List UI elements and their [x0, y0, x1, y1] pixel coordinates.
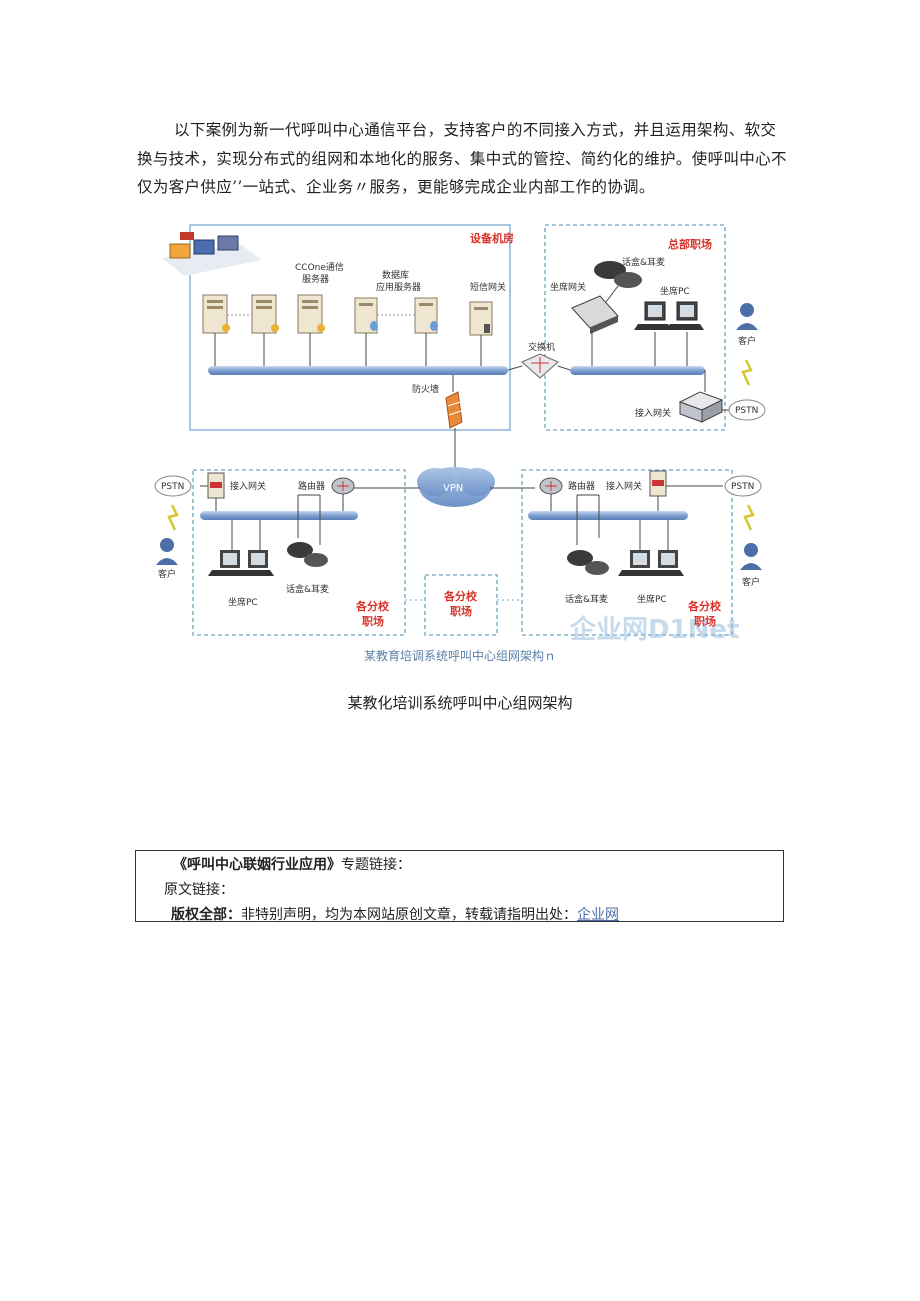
hq-access-gateway-label: 接入网关	[635, 407, 671, 419]
branch-left-bus	[200, 511, 358, 520]
equipment-backbone-bus	[208, 366, 508, 375]
hq-pc-label: 坐席PC	[660, 285, 690, 297]
ccone-server-label-line1: CCOne通信	[295, 261, 344, 273]
original-link-line: 原文链接：	[164, 879, 234, 899]
original-link-label: 原文链接：	[164, 882, 234, 898]
switch-label: 交换机	[528, 341, 555, 353]
middle-branch-label-line1: 各分校	[443, 589, 478, 603]
left-router-label: 路由器	[298, 480, 325, 492]
storage-array-icon	[162, 232, 262, 276]
copyright-line: 版权全部：非特别声明，均为本网站原创文章，转载请指明出处：企业网	[171, 904, 619, 924]
seat-pc-icon	[208, 550, 246, 576]
router-icon	[539, 477, 563, 495]
seat-pc-icon	[236, 550, 274, 576]
topic-title[interactable]: 《呼叫中心联姻行业应用》	[173, 857, 341, 873]
access-gateway-icon	[678, 391, 724, 423]
left-access-gateway-label: 接入网关	[230, 480, 266, 492]
customer-icon	[740, 543, 762, 570]
equipment-room-label: 设备机房	[470, 231, 514, 245]
seat-gateway-icon	[571, 295, 619, 334]
right-access-gateway-label: 接入网关	[606, 480, 642, 492]
watermark-logo: 企业网D1Net	[570, 614, 740, 645]
right-router-label: 路由器	[568, 480, 595, 492]
firewall-label: 防火墙	[412, 383, 439, 395]
access-gateway-icon	[649, 470, 667, 497]
source-link[interactable]: 企业网	[577, 907, 619, 923]
left-branch-label-line2: 职场	[362, 614, 384, 628]
branch-left-zone	[192, 469, 406, 636]
network-architecture-diagram: 企业网D1Net 设备机房 总部职场 CCOne通信 服务器 数据库 应用服务器…	[140, 220, 780, 645]
hq-room-label: 总部职场	[668, 237, 712, 251]
branch-right-bus	[528, 511, 688, 520]
ccone-server-label-line2: 服务器	[302, 273, 329, 285]
figure-caption: 某教化培训系统呼叫中心组网架构	[347, 694, 573, 712]
left-pstn-label: PSTN	[161, 482, 184, 492]
hq-backbone-bus	[570, 366, 705, 375]
intro-paragraph: 以下案例为新一代呼叫中心通信平台，支持客户的不同接入方式，并且运用架构、软交换与…	[137, 121, 787, 196]
router-icon	[331, 477, 355, 495]
right-branch-label-line2: 职场	[694, 614, 716, 628]
topic-suffix: 专题链接：	[341, 857, 411, 873]
access-gateway-icon	[207, 472, 225, 499]
phone-headset-icon	[567, 550, 609, 575]
topic-link-line: 《呼叫中心联姻行业应用》专题链接：	[173, 854, 411, 874]
right-pc-label: 坐席PC	[637, 593, 667, 605]
left-phone-label: 话盒&耳麦	[286, 583, 329, 595]
seat-gateway-label: 坐席网关	[550, 281, 586, 293]
right-customer-label: 客户	[742, 576, 760, 588]
vpn-cloud-icon	[417, 467, 495, 507]
database-server-icon	[354, 297, 378, 334]
left-pc-label: 坐席PC	[228, 596, 258, 608]
db-server-label-line1: 数据库	[382, 269, 409, 281]
customer-icon	[156, 538, 178, 565]
pstn-cloud-icon	[728, 399, 766, 421]
switch-icon	[521, 353, 559, 379]
server-icon	[251, 294, 279, 334]
hq-phone-label: 话盒&耳麦	[622, 256, 665, 268]
sms-gateway-label: 短信网关	[470, 281, 506, 293]
copyright-text: 非特别声明，均为本网站原创文章，转载请指明出处：	[241, 907, 577, 923]
db-server-label-line2: 应用服务器	[376, 281, 421, 293]
customer-icon	[736, 303, 758, 330]
vpn-label: VPN	[443, 483, 463, 494]
server-icon	[202, 294, 230, 334]
branch-middle-zone	[424, 574, 498, 636]
seat-pc-icon	[618, 550, 656, 576]
image-caption: 某教育培调系统呼叫中心组网架构ｎ	[363, 649, 556, 663]
database-server-icon	[414, 297, 438, 334]
hq-customer-label: 客户	[738, 335, 756, 347]
left-branch-label-line1: 各分校	[355, 599, 390, 613]
firewall-icon	[445, 391, 463, 429]
hq-pstn-label: PSTN	[735, 406, 758, 416]
ccone-server-icon	[297, 294, 325, 334]
seat-pc-icon	[666, 301, 704, 330]
left-customer-label: 客户	[158, 568, 176, 580]
right-branch-label-line1: 各分校	[687, 599, 722, 613]
right-phone-label: 话盒&耳麦	[565, 593, 608, 605]
pstn-cloud-icon	[724, 475, 762, 497]
sms-gateway-icon	[469, 301, 493, 336]
links-box: 《呼叫中心联姻行业应用》专题链接： 原文链接： 版权全部：非特别声明，均为本网站…	[135, 850, 784, 924]
pstn-cloud-icon	[154, 475, 192, 497]
phone-headset-icon	[594, 261, 642, 288]
copyright-label: 版权全部：	[171, 907, 241, 923]
right-pstn-label: PSTN	[731, 482, 754, 492]
middle-branch-label-line2: 职场	[450, 604, 472, 618]
hq-zone	[544, 224, 726, 431]
branch-right-zone	[521, 469, 733, 636]
phone-headset-icon	[287, 542, 328, 567]
seat-pc-icon	[646, 550, 684, 576]
seat-pc-icon	[634, 301, 672, 330]
